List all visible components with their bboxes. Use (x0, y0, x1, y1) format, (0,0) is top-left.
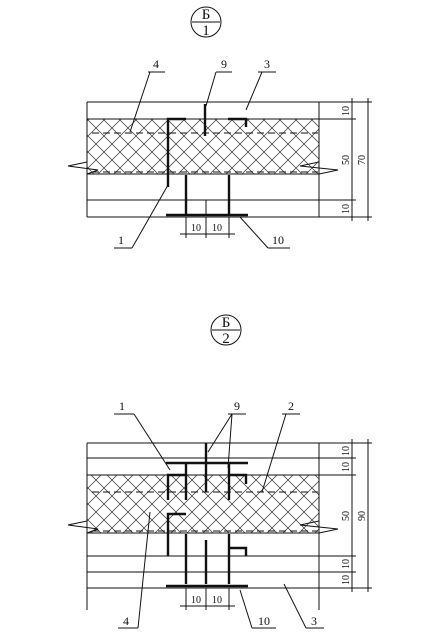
svg-text:10: 10 (258, 614, 270, 628)
insulation-layer (87, 119, 319, 174)
section-mark-letter: Б (202, 7, 211, 23)
dim-label: 10 (341, 106, 352, 116)
callout-3: 3 (245, 57, 276, 111)
insulation-layer (87, 475, 319, 533)
dimension-right-2: 10 10 50 10 10 90 (319, 439, 372, 592)
section-2: Б 2 (67, 314, 372, 629)
section-mark-number: 1 (202, 23, 210, 39)
section-1: Б 1 (67, 6, 372, 249)
callout-4: 4 (118, 511, 151, 629)
callout-10: 10 (239, 216, 290, 249)
callout-9: 9 (205, 57, 232, 107)
svg-text:9: 9 (234, 399, 240, 413)
callout-2: 2 (261, 399, 300, 493)
dim-label: 70 (357, 155, 368, 165)
svg-text:3: 3 (311, 614, 317, 628)
dim-label: 10 (212, 595, 222, 606)
dimension-right-1: 10 50 10 70 (319, 98, 372, 221)
profile-1 (166, 512, 186, 556)
svg-text:9: 9 (221, 57, 227, 71)
svg-text:1: 1 (118, 233, 124, 247)
profile-1 (228, 473, 248, 484)
dim-label: 10 (191, 223, 201, 234)
board-lines (86, 442, 320, 610)
profile-1 (228, 117, 248, 127)
dim-label: 10 (341, 575, 352, 585)
dim-label: 10 (191, 595, 201, 606)
dim-label: 10 (341, 446, 352, 456)
svg-text:1: 1 (119, 399, 125, 413)
callout-4: 4 (129, 57, 165, 133)
callout-1: 1 (114, 399, 171, 471)
profile-1 (228, 546, 248, 556)
break-line-right (299, 520, 339, 534)
board-lines (86, 101, 320, 218)
dim-label: 10 (341, 559, 352, 569)
section-mark-1: Б 1 (190, 6, 222, 39)
callout-1: 1 (114, 184, 169, 249)
section-mark-2: Б 2 (210, 314, 242, 347)
svg-text:3: 3 (264, 57, 270, 71)
profile-1 (166, 473, 186, 500)
dim-label: 10 (212, 223, 222, 234)
profile-1 (166, 117, 186, 187)
svg-text:10: 10 (272, 233, 284, 247)
callout-3: 3 (283, 583, 324, 629)
svg-text:2: 2 (288, 399, 294, 413)
section-mark-number: 2 (222, 331, 230, 347)
break-line-right (299, 161, 339, 175)
dim-label: 10 (341, 204, 352, 214)
dimension-bottom-1: 10 10 (180, 217, 235, 238)
dim-label: 50 (341, 511, 352, 521)
dimension-bottom-2: 10 10 (180, 588, 235, 610)
dim-label: 90 (357, 511, 368, 521)
section-mark-letter: Б (222, 315, 231, 331)
callout-9: 9 (207, 399, 246, 469)
callout-10: 10 (239, 589, 276, 629)
svg-text:4: 4 (153, 57, 159, 71)
dim-label: 50 (341, 155, 352, 165)
svg-text:4: 4 (123, 614, 129, 628)
dim-label: 10 (341, 462, 352, 472)
